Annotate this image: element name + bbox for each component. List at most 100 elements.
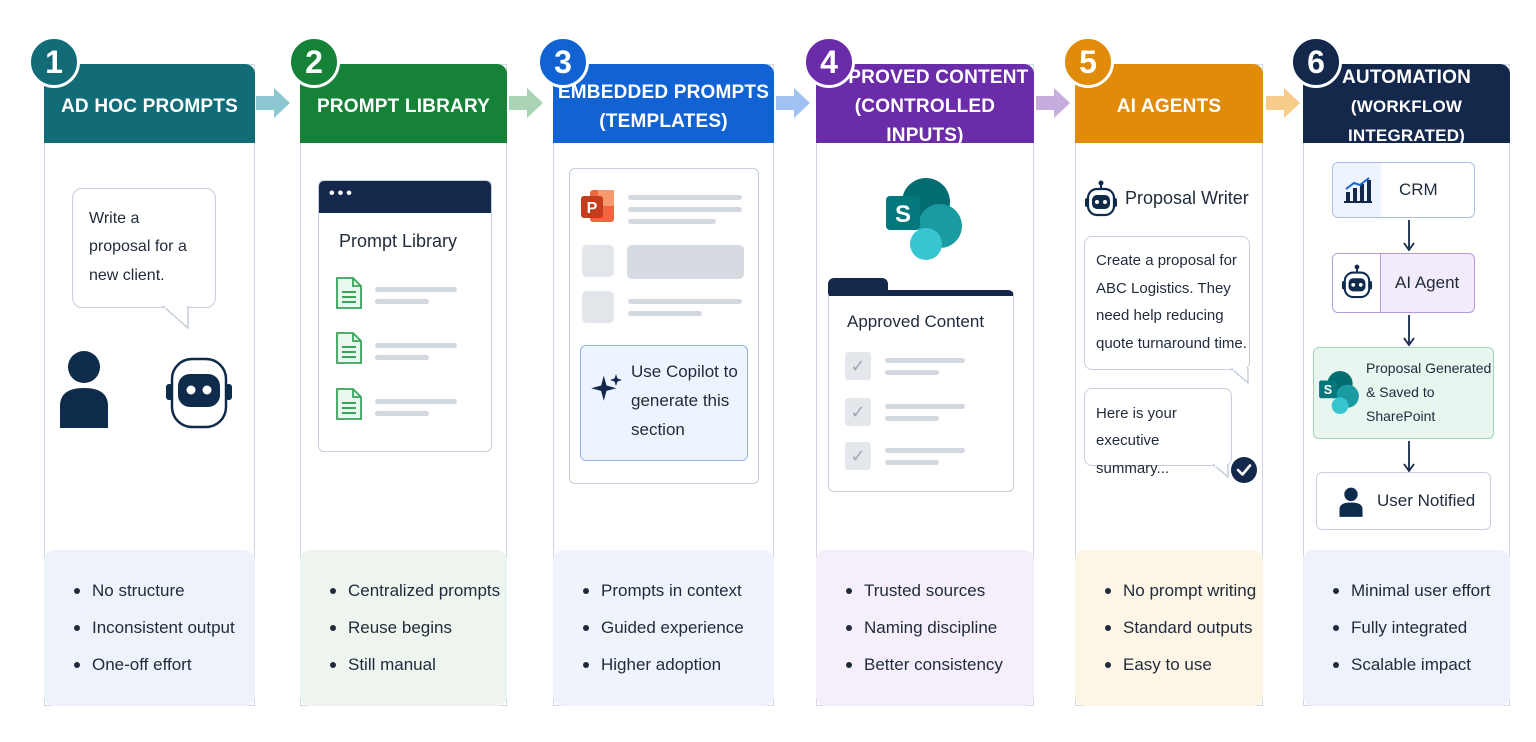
stage-3: EMBEDDED PROMPTS (TEMPLATES) P Use Copil… [553,64,774,706]
proposal-generated-box: S Proposal Generated & Saved to SharePoi… [1313,347,1494,439]
bullet-item: Scalable impact [1333,646,1510,683]
stage-3-number-badge: 3 [537,36,589,88]
flow-arrow-icon [1403,315,1415,347]
bubble-line-2: proposal for a [89,238,187,255]
stage-3-header: EMBEDDED PROMPTS (TEMPLATES) [553,64,774,143]
bullet-item: Standard outputs [1105,609,1263,646]
bullet-item: Inconsistent output [74,609,255,646]
flow-arrow-icon [1403,441,1415,473]
svg-text:S: S [1324,383,1332,397]
request-line-1: Create a proposal for [1096,252,1237,269]
prompt-speech-bubble: Write a proposal for a new client. [72,188,216,308]
powerpoint-icon: P [581,190,614,222]
ai-agent-box: AI Agent [1332,253,1475,313]
request-line-2: ABC Logistics. They [1096,280,1231,297]
agent-label: AI Agent [1395,273,1460,292]
stage-1-title: AD HOC PROMPTS [61,96,238,117]
stage-2: PROMPT LIBRARY ••• Prompt Library Centra… [300,64,507,706]
prompt-library-window: ••• Prompt Library [318,180,492,452]
stage-3-bullets: Prompts in context Guided experience Hig… [553,550,774,706]
bubble-tail-icon [1213,464,1229,478]
agent-name: Proposal Writer [1125,188,1249,208]
sharepoint-icon: S [886,178,962,260]
stage-4-header: APPROVED CONTENT (CONTROLLED INPUTS) [816,64,1034,146]
stage-1: AD HOC PROMPTS Write a proposal for a ne… [44,64,255,706]
stage-6-number-badge: 6 [1290,36,1342,88]
stage-4-title: APPROVED CONTENT [821,67,1029,88]
user-request-bubble: Create a proposal for ABC Logistics. The… [1084,236,1250,370]
document-icon [336,277,362,309]
generated-line-3: SharePoint [1366,408,1436,424]
bullet-item: Fully integrated [1333,609,1510,646]
bullet-item: Naming discipline [846,609,1034,646]
bubble-tail-icon [1231,368,1249,384]
stage-5-bullets: No prompt writing Standard outputs Easy … [1075,550,1263,706]
bullet-item: One-off effort [74,646,255,683]
stage-6-header: AUTOMATION (WORKFLOW INTEGRATED) [1303,64,1510,145]
check-icon: ✓ [845,442,871,470]
robot-icon [166,357,232,429]
stage-6-subtitle: (WORKFLOW INTEGRATED) [1347,97,1466,145]
stage-arrow-icon [509,88,543,118]
template-document: P Use Copilot to generate this section [569,168,759,484]
bullet-item: Centralized prompts [330,572,507,609]
stage-3-title: EMBEDDED PROMPTS [557,81,770,103]
stage-5-title: AI AGENTS [1116,96,1222,117]
stage-4: APPROVED CONTENT (CONTROLLED INPUTS) S A… [816,64,1034,706]
document-icon [336,388,362,420]
sharepoint-icon: S [1319,371,1359,414]
bullet-item: Guided experience [583,609,774,646]
bullet-item: Still manual [330,646,507,683]
notified-label: User Notified [1377,491,1476,510]
request-line-4: quote turnaround time. [1096,335,1247,352]
stage-2-bullets: Centralized prompts Reuse begins Still m… [300,550,507,706]
stage-6: AUTOMATION (WORKFLOW INTEGRATED) CRM [1303,64,1510,706]
stage-1-bullets: No structure Inconsistent output One-off… [44,550,255,706]
sparkle-icon [591,374,622,401]
bullet-item: Better consistency [846,646,1034,683]
bullet-item: Prompts in context [583,572,774,609]
library-title: Prompt Library [339,231,458,251]
crm-box: CRM [1332,162,1475,218]
stage-6-bullets: Minimal user effort Fully integrated Sca… [1303,550,1510,706]
checkmark-circle-icon [1231,457,1257,483]
bubble-line-1: Write a [89,210,140,227]
bullet-item: Easy to use [1105,646,1263,683]
bullet-item: Minimal user effort [1333,572,1510,609]
bullet-item: Trusted sources [846,572,1034,609]
window-titlebar: ••• [319,181,491,213]
user-icon [60,351,108,428]
stage-4-number-badge: 4 [803,36,855,88]
generated-line-1: Proposal Generated [1366,360,1492,376]
stage-5: AI AGENTS Proposal Writer Create a propo… [1075,64,1263,706]
stage-4-subtitle: (CONTROLLED INPUTS) [854,96,996,146]
reply-line-1: Here is your [1096,405,1177,422]
stage-2-number-badge: 2 [288,36,340,88]
agent-reply-bubble: Here is your executive summary... [1084,388,1232,477]
stage-arrow-icon [776,88,810,118]
chart-icon [1344,177,1372,203]
bullet-item: Higher adoption [583,646,774,683]
bullet-item: Reuse begins [330,609,507,646]
flow-arrow-icon [1403,220,1415,252]
copilot-line-2: generate this [631,391,730,410]
bubble-tail-icon [162,306,189,330]
folder-title: Approved Content [847,312,985,331]
approved-content-folder: Approved Content ✓ ✓ ✓ [828,278,1014,492]
stage-5-number-badge: 5 [1062,36,1114,88]
user-icon [1339,487,1363,517]
stage-6-title: AUTOMATION [1341,67,1471,88]
robot-icon [1341,264,1373,299]
document-icon [336,332,362,364]
generated-line-2: & Saved to [1366,384,1435,400]
user-notified-box: User Notified [1316,472,1491,530]
stage-4-bullets: Trusted sources Naming discipline Better… [816,550,1034,706]
bubble-line-3: new client. [89,267,165,284]
robot-icon [1085,180,1117,217]
stage-arrow-icon [1036,88,1070,118]
copilot-suggestion-box[interactable]: Use Copilot to generate this section [580,345,748,461]
reply-line-2: executive summary... [1096,432,1170,477]
check-icon: ✓ [845,352,871,380]
request-line-3: need help reducing [1096,307,1224,324]
svg-text:S: S [895,201,911,228]
